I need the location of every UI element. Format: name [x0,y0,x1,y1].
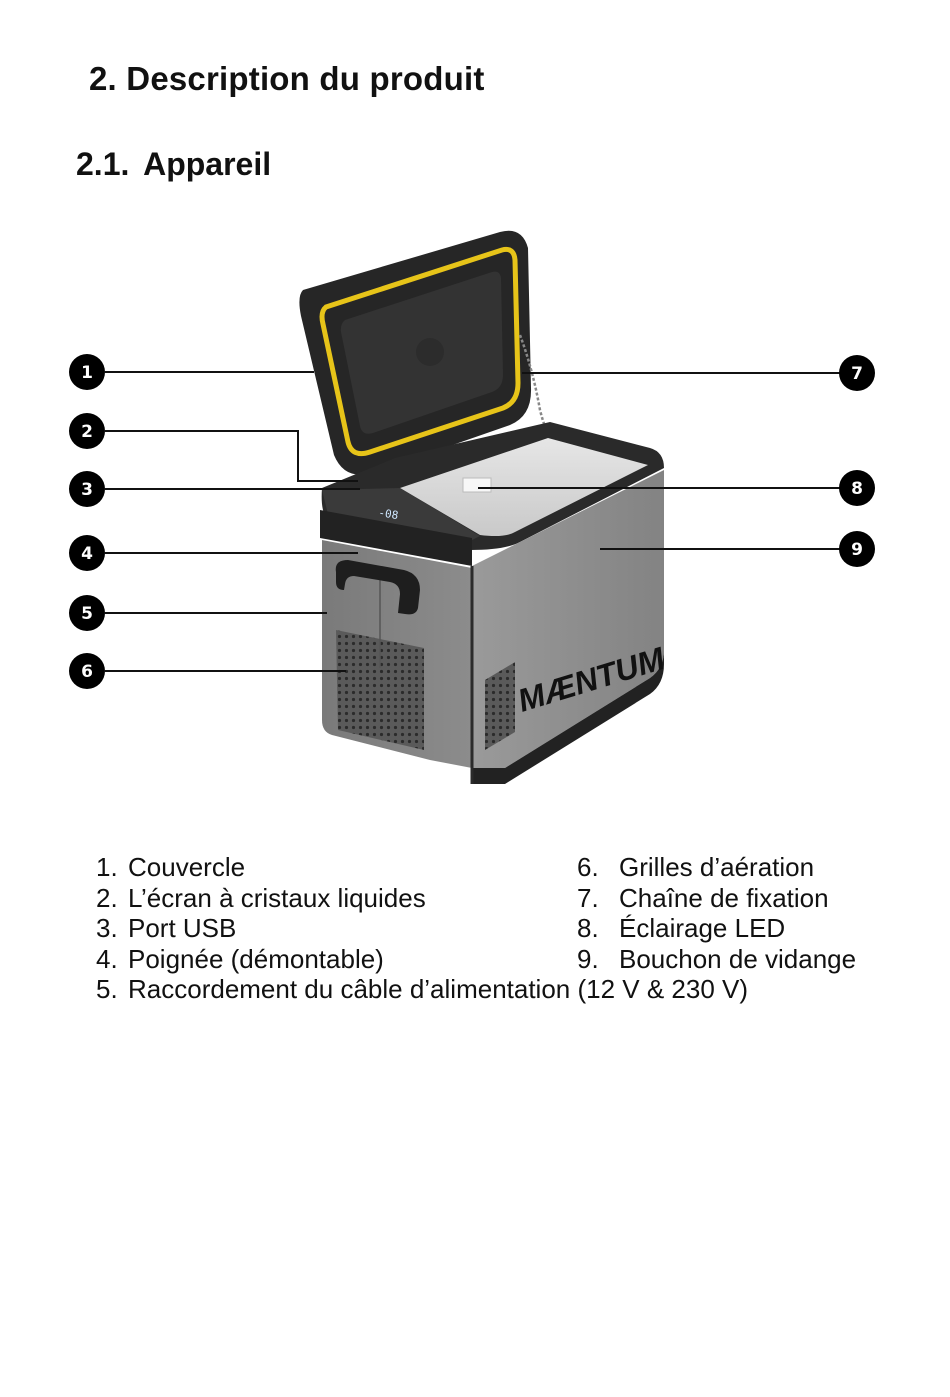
legend-item-4: 4.Poignée (démontable) [96,944,426,975]
legend-item-6: 6.Grilles d’aération [577,852,856,883]
callout-7: 7 [839,355,875,391]
callout-1: 1 [69,354,105,390]
svg-text:5: 5 [81,604,93,624]
legend-item-1: 1.Couvercle [96,852,426,883]
legend-item-9: 9.Bouchon de vidange [577,944,856,975]
legend-item-2: 2.L’écran à cristaux liquides [96,883,426,914]
legend-item-7: 7.Chaîne de fixation [577,883,856,914]
callout-5: 5 [69,595,105,631]
product-diagram: -08 MÆNTUM 1 2 3 4 5 6 7 8 9 [0,220,950,820]
svg-text:4: 4 [81,544,93,564]
section-title: 2. Description du produit [89,60,485,98]
callout-3: 3 [69,471,105,507]
svg-text:8: 8 [851,479,863,499]
legend-item-5: 5.Raccordement du câble d’alimentation (… [96,974,748,1005]
callout-9: 9 [839,531,875,567]
callout-8: 8 [839,470,875,506]
legend-item-8: 8.Éclairage LED [577,913,856,944]
callout-4: 4 [69,535,105,571]
svg-text:1: 1 [81,363,93,383]
callout-2: 2 [69,413,105,449]
legend-left-column: 1.Couvercle 2.L’écran à cristaux liquide… [96,852,426,974]
callout-6: 6 [69,653,105,689]
subsection-title: 2.1. Appareil [76,146,271,183]
led-light [463,478,491,492]
svg-text:3: 3 [81,480,93,500]
svg-text:6: 6 [81,662,93,682]
legend-right-column: 6.Grilles d’aération 7.Chaîne de fixatio… [577,852,856,974]
svg-text:7: 7 [851,364,863,384]
legend-item-3: 3.Port USB [96,913,426,944]
svg-text:9: 9 [851,540,863,560]
svg-text:2: 2 [81,422,93,442]
